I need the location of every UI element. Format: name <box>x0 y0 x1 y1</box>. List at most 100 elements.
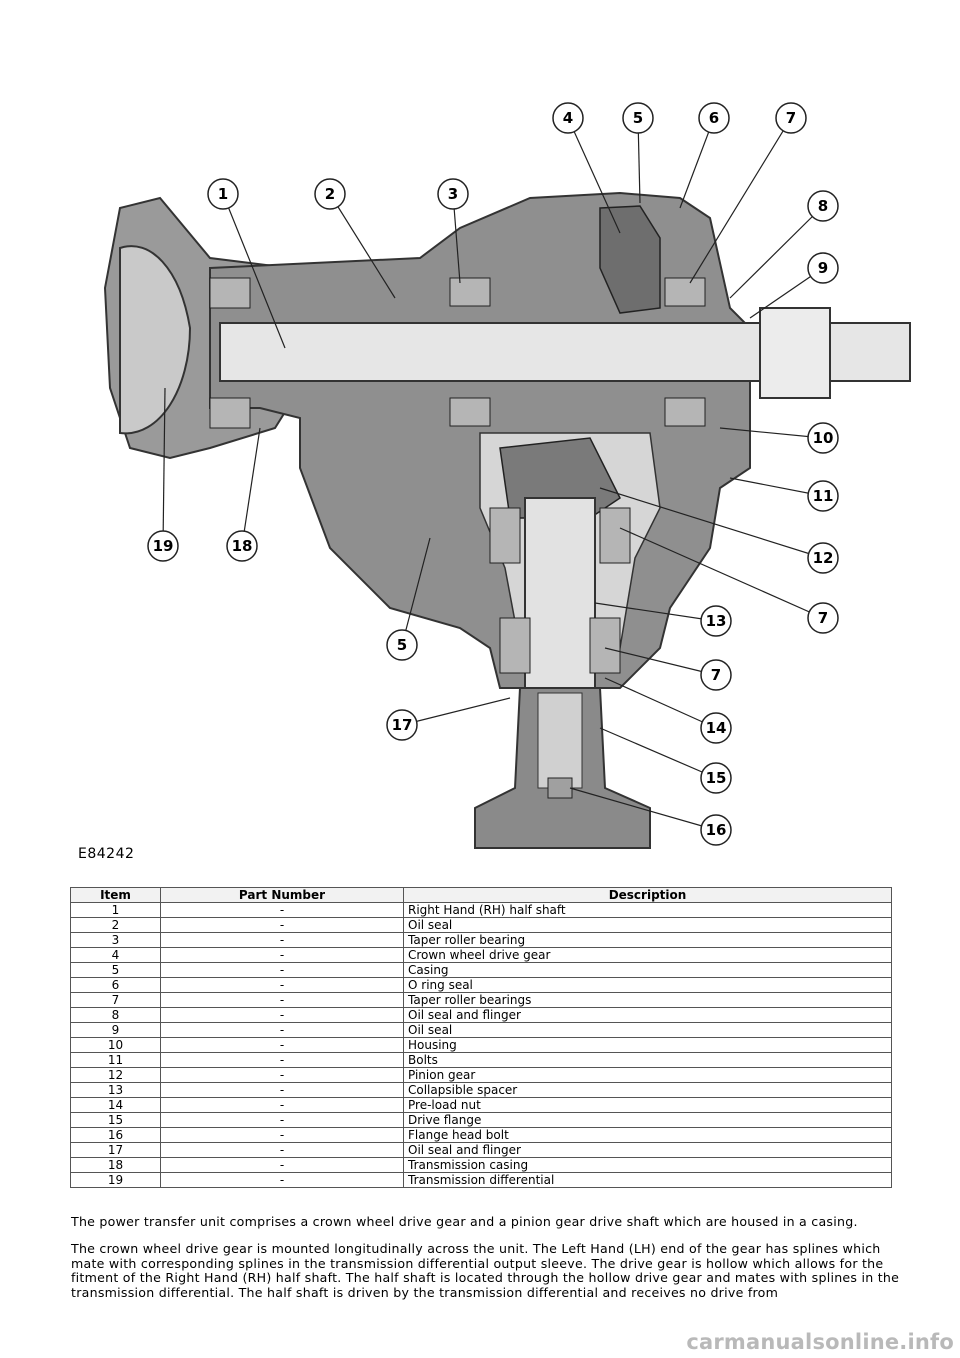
leader-line <box>222 193 286 349</box>
leader-line <box>689 117 792 284</box>
table-row: 16-Flange head bolt <box>70 1127 892 1143</box>
row-part-number: - <box>160 992 404 1008</box>
callout-circle <box>700 762 732 794</box>
row-item: 13 <box>70 1082 161 1098</box>
row-description: Transmission casing <box>403 1157 892 1173</box>
callout-circle <box>314 178 346 210</box>
row-description: Oil seal and flinger <box>403 1142 892 1158</box>
differential-carrier <box>119 245 192 435</box>
callout-circle <box>386 629 418 661</box>
table-row: 13-Collapsible spacer <box>70 1082 892 1098</box>
callout-number: 13 <box>706 612 727 630</box>
header-description: Description <box>403 887 892 903</box>
pinion-bearing-lower-r <box>589 617 621 674</box>
row-part-number: - <box>160 1112 404 1128</box>
callout-number: 8 <box>818 197 828 215</box>
callout-number: 7 <box>786 109 796 127</box>
row-part-number: - <box>160 1157 404 1173</box>
bearing-right-bottom <box>664 397 706 427</box>
leader-line <box>401 537 431 646</box>
row-part-number: - <box>160 1127 404 1143</box>
leader-line <box>619 527 824 619</box>
row-description: Casing <box>403 962 892 978</box>
leader-line <box>604 677 717 729</box>
row-description: Housing <box>403 1037 892 1053</box>
callout: 12 <box>807 542 839 574</box>
table-row: 9-Oil seal <box>70 1022 892 1038</box>
callout: 2 <box>314 178 346 210</box>
pinion-bearing-upper-r <box>599 507 631 564</box>
row-description: O ring seal <box>403 977 892 993</box>
callout-circle <box>807 422 839 454</box>
table-row: 19-Transmission differential <box>70 1172 892 1188</box>
table-row: 1-Right Hand (RH) half shaft <box>70 902 892 918</box>
row-description: Oil seal <box>403 1022 892 1038</box>
callout: 5 <box>386 629 418 661</box>
table-row: 7-Taper roller bearings <box>70 992 892 1008</box>
table-row: 2-Oil seal <box>70 917 892 933</box>
row-item: 6 <box>70 977 161 993</box>
row-part-number: - <box>160 1067 404 1083</box>
row-part-number: - <box>160 1142 404 1158</box>
row-part-number: - <box>160 932 404 948</box>
row-description: Flange head bolt <box>403 1127 892 1143</box>
row-item: 10 <box>70 1037 161 1053</box>
row-description: Transmission differential <box>403 1172 892 1188</box>
row-part-number: - <box>160 1082 404 1098</box>
callout-circle <box>700 605 732 637</box>
callout: 11 <box>807 480 839 512</box>
callout: 7 <box>700 659 732 691</box>
header-item: Item <box>70 887 161 903</box>
table-row: 18-Transmission casing <box>70 1157 892 1173</box>
pinion-bearing-lower-l <box>499 617 531 674</box>
callout-number: 16 <box>706 821 727 839</box>
table-row: 4-Crown wheel drive gear <box>70 947 892 963</box>
row-item: 12 <box>70 1067 161 1083</box>
body-text: The power transfer unit comprises a crow… <box>71 1214 901 1313</box>
callout: 1 <box>207 178 239 210</box>
leader-line <box>569 787 717 831</box>
row-item: 17 <box>70 1142 161 1158</box>
callout-circle <box>622 102 654 134</box>
watermark: carmanualsonline.info <box>686 1330 954 1354</box>
paragraph: The crown wheel drive gear is mounted lo… <box>71 1241 900 1300</box>
table-row: 10-Housing <box>70 1037 892 1053</box>
table-row: 5-Casing <box>70 962 892 978</box>
callout-circle <box>807 252 839 284</box>
callout-number: 7 <box>711 666 721 684</box>
row-item: 16 <box>70 1127 161 1143</box>
leader-line <box>401 697 511 726</box>
callout: 7 <box>807 602 839 634</box>
row-part-number: - <box>160 1007 404 1023</box>
callout-circle <box>775 102 807 134</box>
callout-circle <box>698 102 730 134</box>
leader-line <box>729 477 824 497</box>
callout-number: 11 <box>813 487 834 505</box>
table-row: 12-Pinion gear <box>70 1067 892 1083</box>
callout: 14 <box>700 712 732 744</box>
row-description: Oil seal <box>403 917 892 933</box>
callout-circle <box>437 178 469 210</box>
leader-line <box>599 727 717 779</box>
callout-number: 12 <box>813 549 834 567</box>
pinion-shaft <box>524 497 596 699</box>
callout-number: 7 <box>818 609 828 627</box>
flange-bore <box>537 692 583 789</box>
callout-number: 14 <box>706 719 727 737</box>
header-part-number: Part Number <box>160 887 404 903</box>
callout: 18 <box>226 530 258 562</box>
callout-number: 9 <box>818 259 828 277</box>
callout-number: 15 <box>706 769 727 787</box>
row-item: 3 <box>70 932 161 948</box>
row-description: Collapsible spacer <box>403 1082 892 1098</box>
bearing-mid-top <box>449 277 491 307</box>
callout: 10 <box>807 422 839 454</box>
pinion-bearing-upper-l <box>489 507 521 564</box>
leader-line <box>729 205 824 299</box>
callout-number: 6 <box>709 109 719 127</box>
callout: 16 <box>700 814 732 846</box>
row-item: 1 <box>70 902 161 918</box>
row-description: Pre-load nut <box>403 1097 892 1113</box>
